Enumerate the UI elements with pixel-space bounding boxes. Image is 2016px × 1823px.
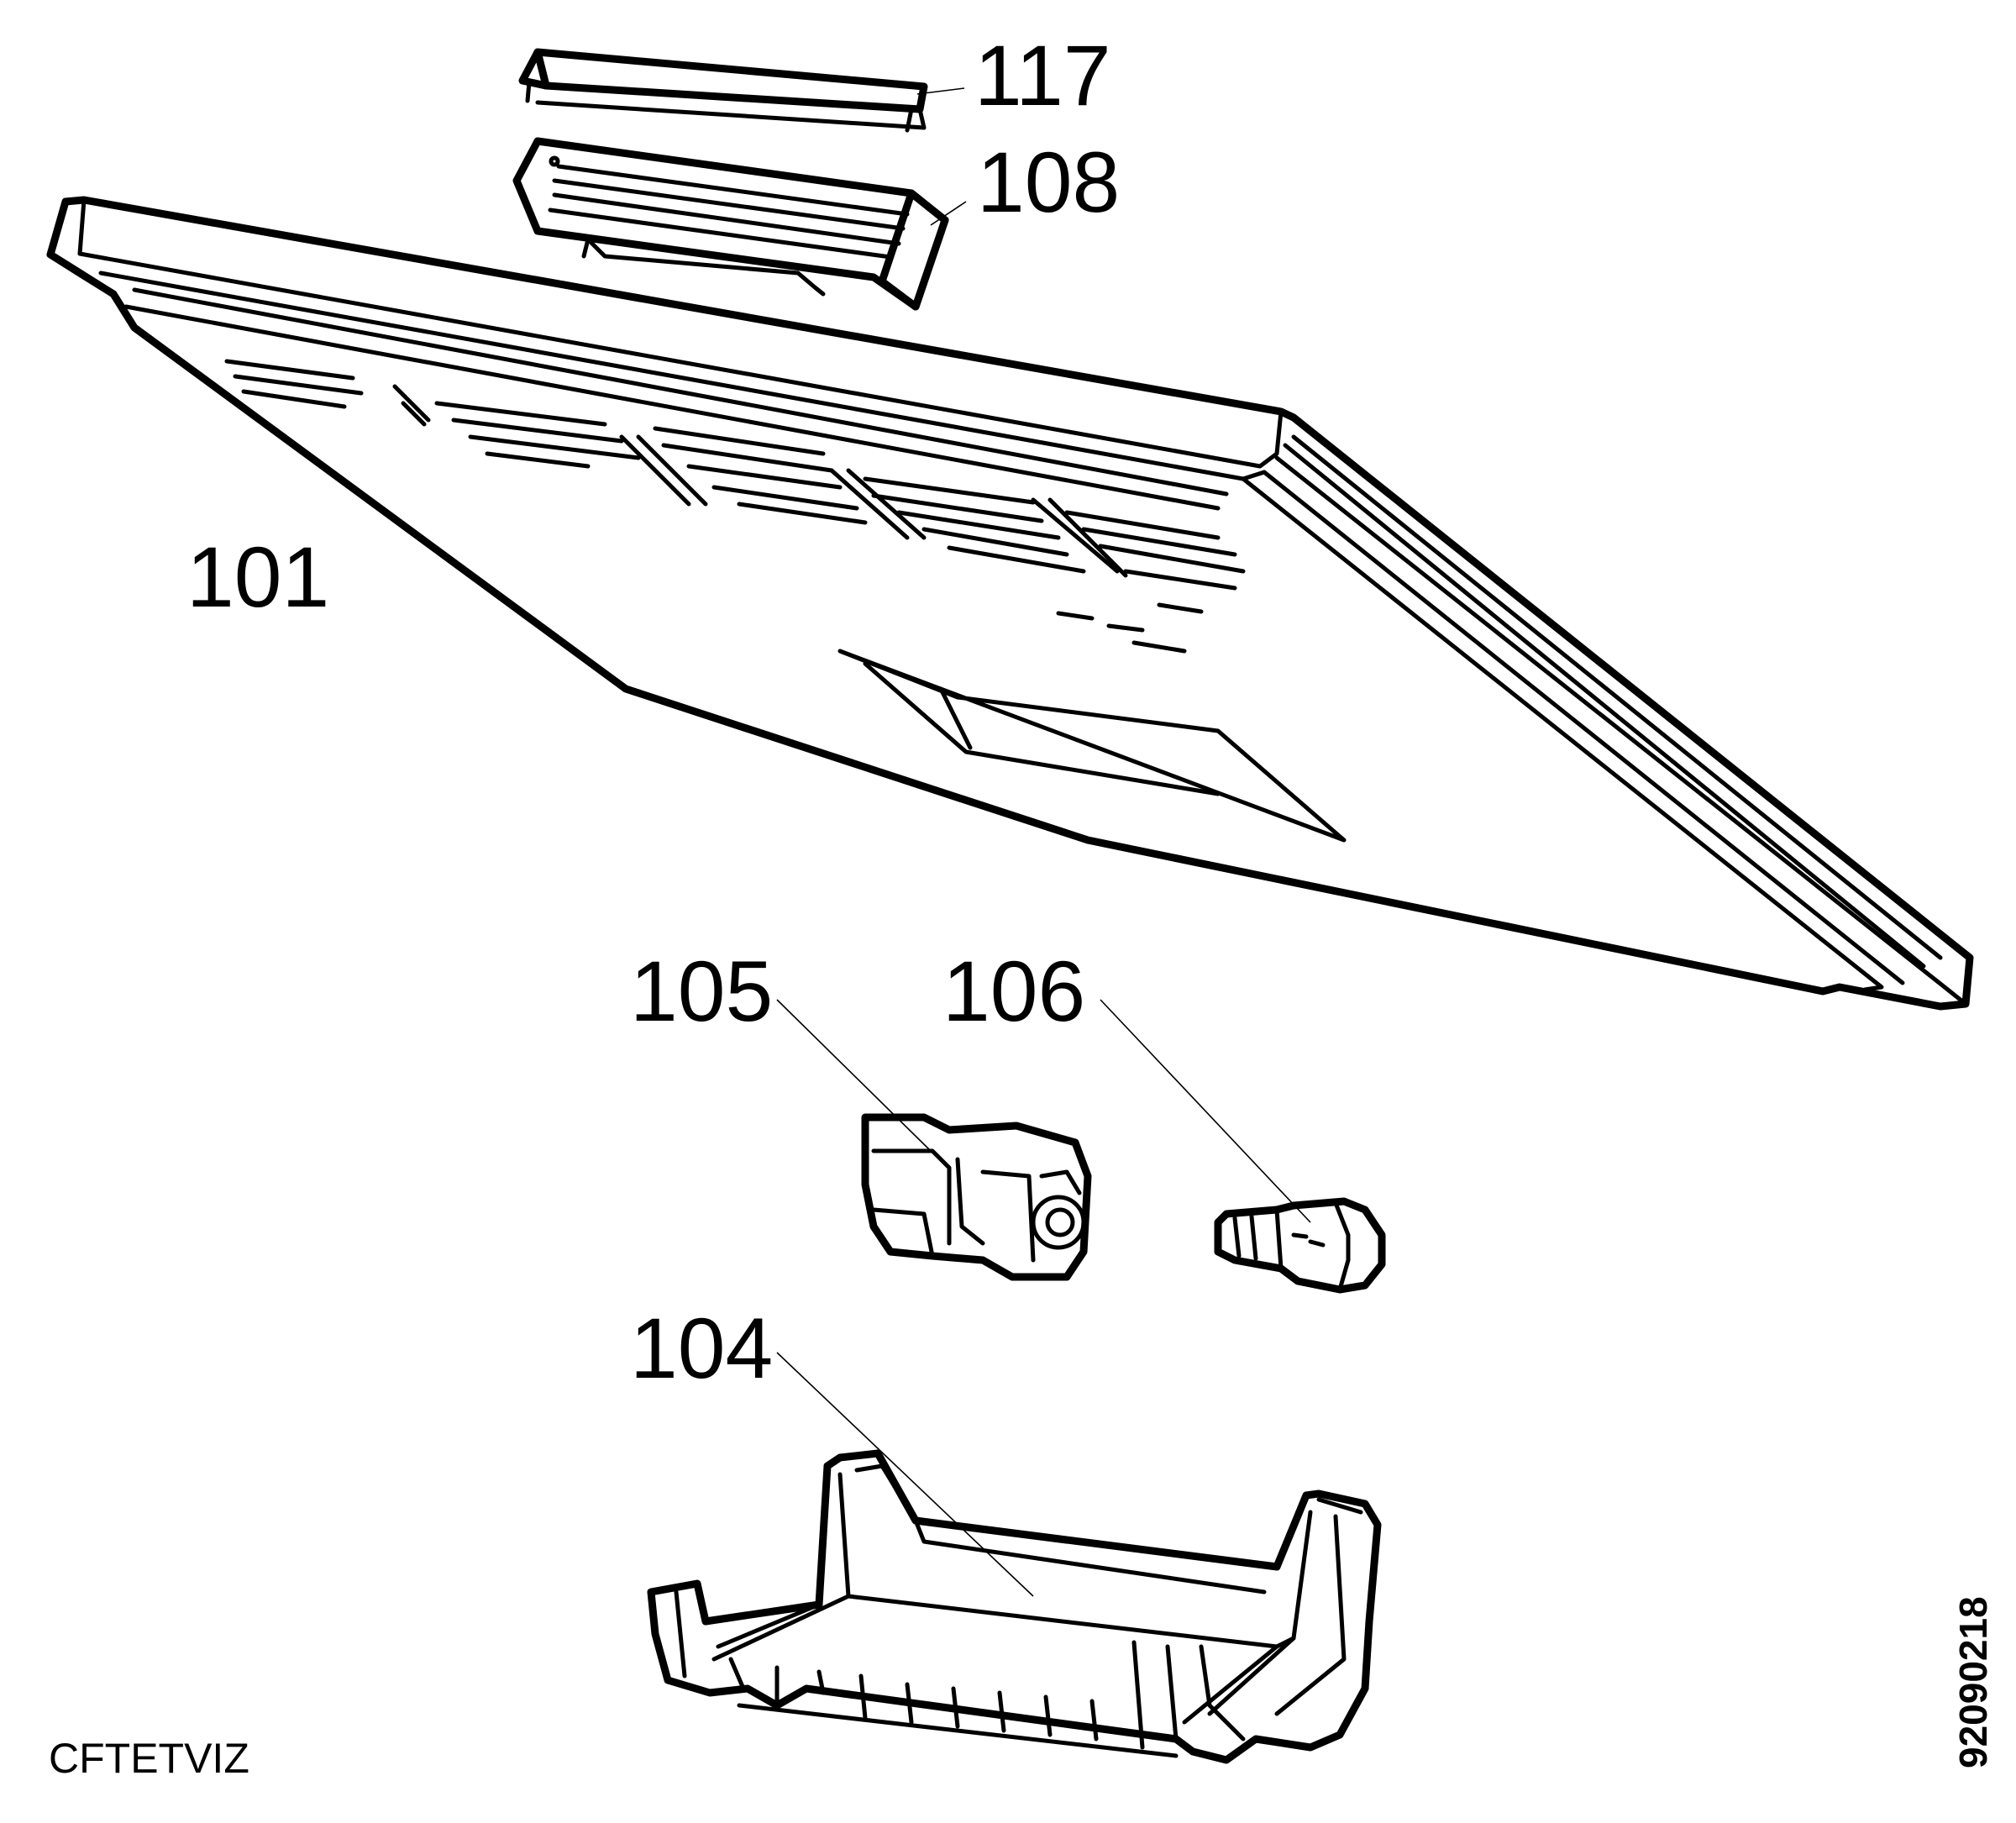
- part-105-lamp-holder: [861, 1113, 1092, 1281]
- part-101-shelf-cover: [46, 196, 1974, 1011]
- leader-108: [930, 201, 967, 226]
- leader-104: [776, 1352, 1034, 1597]
- part-104-shelf-tray: [647, 1449, 1382, 1764]
- label-117: 117: [974, 28, 1111, 123]
- leader-lines: [776, 87, 1311, 1597]
- label-101: 101: [186, 529, 329, 625]
- part-117-cover-strip: [518, 48, 928, 133]
- part-108-light-housing: [512, 137, 949, 311]
- shelf-hatching: [224, 359, 1246, 654]
- document-number: 92090218: [1951, 1596, 1995, 1768]
- leader-117: [916, 87, 965, 95]
- part-106-bulb: [1214, 1197, 1386, 1294]
- leader-106: [1100, 999, 1311, 1223]
- label-104: 104: [630, 1300, 773, 1396]
- label-106: 106: [942, 943, 1085, 1039]
- drawing-code: CFTETVIZ: [49, 1735, 249, 1782]
- label-105: 105: [630, 943, 773, 1039]
- leader-105: [776, 999, 932, 1152]
- label-108: 108: [977, 134, 1120, 230]
